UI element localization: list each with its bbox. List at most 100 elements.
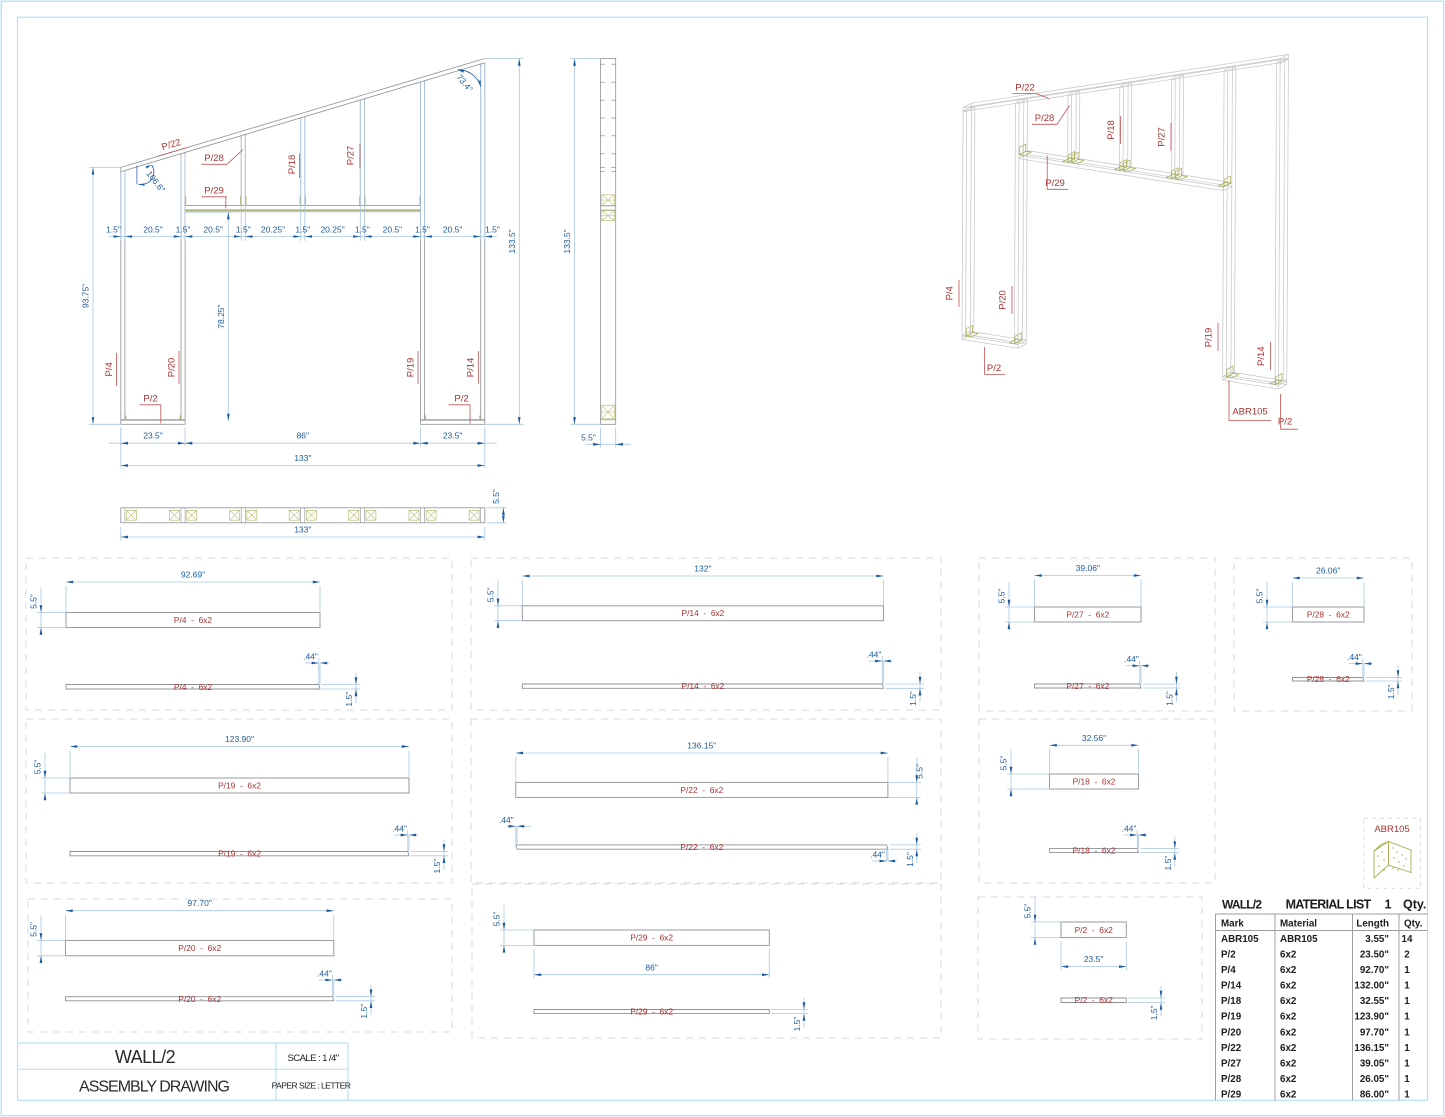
svg-text:P/27: P/27 [346, 146, 357, 166]
svg-text:1.5": 1.5" [432, 859, 442, 874]
svg-text:.44": .44" [392, 824, 407, 834]
svg-text:6x2: 6x2 [1280, 949, 1297, 960]
svg-text:1.5": 1.5" [355, 224, 370, 234]
svg-text:132.00": 132.00" [1354, 981, 1389, 992]
svg-text:P/2: P/2 [987, 363, 1001, 374]
svg-text:1: 1 [1404, 1012, 1410, 1023]
svg-text:P/2 - 6x2: P/2 - 6x2 [1075, 925, 1114, 935]
svg-text:P/4: P/4 [945, 286, 956, 300]
svg-text:20.5": 20.5" [443, 224, 463, 234]
svg-text:SCALE : 1 /4": SCALE : 1 /4" [287, 1053, 338, 1064]
svg-text:1: 1 [1385, 898, 1392, 912]
svg-text:P/4 - 6x2: P/4 - 6x2 [174, 615, 213, 625]
svg-text:1: 1 [1404, 1090, 1410, 1101]
svg-text:P/27 - 6x2: P/27 - 6x2 [1066, 610, 1109, 620]
svg-text:6x2: 6x2 [1280, 1012, 1297, 1023]
svg-text:20.25": 20.25" [261, 224, 285, 234]
svg-text:92.69": 92.69" [181, 570, 205, 580]
svg-text:WALL/2: WALL/2 [1222, 898, 1262, 912]
svg-text:Length: Length [1356, 919, 1389, 930]
svg-text:132": 132" [694, 564, 711, 574]
svg-text:Material: Material [1280, 919, 1317, 930]
svg-text:133.5": 133.5" [562, 229, 572, 253]
svg-text:5.5": 5.5" [29, 594, 39, 609]
svg-text:133": 133" [294, 525, 311, 535]
svg-text:P/22: P/22 [1221, 1043, 1242, 1054]
svg-text:P/14 - 6x2: P/14 - 6x2 [681, 681, 724, 691]
svg-text:P/22 - 6x2: P/22 - 6x2 [680, 842, 723, 852]
svg-text:14: 14 [1402, 934, 1413, 945]
svg-text:1: 1 [1404, 1074, 1410, 1085]
svg-text:26.05": 26.05" [1360, 1074, 1389, 1085]
svg-text:P/27 - 6x2: P/27 - 6x2 [1066, 681, 1109, 691]
svg-text:3.55": 3.55" [1365, 934, 1389, 945]
svg-text:P/18: P/18 [1106, 120, 1117, 140]
svg-text:P/19: P/19 [1204, 328, 1215, 348]
svg-text:23.5": 23.5" [1084, 954, 1104, 964]
svg-text:P/28: P/28 [1035, 113, 1055, 124]
svg-text:PAPER SIZE : LETTER: PAPER SIZE : LETTER [272, 1081, 351, 1091]
svg-text:1: 1 [1404, 996, 1410, 1007]
svg-text:78.25": 78.25" [216, 304, 226, 328]
svg-text:133.5": 133.5" [507, 229, 517, 253]
svg-text:P/28 - 6x2: P/28 - 6x2 [1307, 674, 1350, 684]
svg-text:97.70": 97.70" [1360, 1027, 1389, 1038]
svg-text:P/20: P/20 [166, 358, 177, 378]
svg-text:Qty.: Qty. [1403, 898, 1426, 912]
svg-text:1.5": 1.5" [236, 224, 251, 234]
svg-text:1.5": 1.5" [1386, 684, 1396, 699]
svg-text:P/14: P/14 [466, 358, 477, 378]
svg-text:133": 133" [294, 453, 311, 463]
svg-text:6x2: 6x2 [1280, 1090, 1297, 1101]
svg-text:6x2: 6x2 [1280, 1027, 1297, 1038]
svg-text:.44": .44" [499, 815, 514, 825]
svg-text:P/19: P/19 [405, 358, 416, 378]
svg-text:97.70": 97.70" [188, 898, 212, 908]
svg-text:P/14: P/14 [1221, 981, 1242, 992]
svg-text:1.5": 1.5" [485, 224, 500, 234]
svg-text:P/2: P/2 [143, 394, 157, 405]
svg-text:1.5": 1.5" [792, 1017, 802, 1032]
svg-text:.44": .44" [303, 652, 318, 662]
svg-text:Mark: Mark [1221, 919, 1244, 930]
svg-text:P/18: P/18 [1221, 996, 1242, 1007]
svg-text:P/29 - 6x2: P/29 - 6x2 [630, 1007, 673, 1017]
svg-text:P/22: P/22 [1015, 82, 1035, 93]
svg-text:1: 1 [1404, 1043, 1410, 1054]
svg-text:23.5": 23.5" [143, 431, 163, 441]
svg-text:P/19: P/19 [1221, 1012, 1242, 1023]
svg-text:P/20: P/20 [1221, 1027, 1242, 1038]
svg-text:39.05": 39.05" [1360, 1058, 1389, 1069]
svg-text:P/18 - 6x2: P/18 - 6x2 [1073, 777, 1116, 787]
svg-text:P/28 - 6x2: P/28 - 6x2 [1307, 610, 1350, 620]
svg-text:MATERIAL LIST: MATERIAL LIST [1286, 898, 1372, 912]
svg-text:92.70": 92.70" [1360, 965, 1389, 976]
svg-text:.44": .44" [1347, 652, 1362, 662]
svg-text:ABR105: ABR105 [1280, 934, 1318, 945]
svg-text:5.5": 5.5" [1255, 589, 1265, 604]
svg-text:2: 2 [1404, 949, 1410, 960]
svg-text:P/29: P/29 [204, 186, 224, 197]
svg-text:1: 1 [1404, 1027, 1410, 1038]
svg-text:5.5": 5.5" [1023, 904, 1033, 919]
svg-text:P/22 - 6x2: P/22 - 6x2 [680, 785, 723, 795]
svg-text:23.50": 23.50" [1360, 949, 1389, 960]
svg-text:P/14: P/14 [1256, 346, 1267, 366]
svg-text:P/14 - 6x2: P/14 - 6x2 [681, 608, 724, 618]
svg-text:1.5": 1.5" [905, 852, 915, 867]
svg-text:P/4: P/4 [104, 362, 115, 376]
svg-text:ABR105: ABR105 [1221, 934, 1259, 945]
svg-text:20.5": 20.5" [143, 224, 163, 234]
svg-text:.44": .44" [1122, 824, 1137, 834]
svg-text:.44": .44" [867, 650, 882, 660]
svg-text:5.5": 5.5" [492, 912, 502, 927]
svg-text:P/2: P/2 [454, 394, 468, 405]
svg-text:6x2: 6x2 [1280, 1043, 1297, 1054]
svg-text:P/29 - 6x2: P/29 - 6x2 [630, 933, 673, 943]
svg-text:.44": .44" [870, 850, 885, 860]
svg-text:136.15": 136.15" [687, 741, 716, 751]
svg-text:6x2: 6x2 [1280, 981, 1297, 992]
svg-text:1: 1 [1404, 981, 1410, 992]
svg-text:ASSEMBLY DRAWING: ASSEMBLY DRAWING [79, 1079, 230, 1096]
svg-text:P/27: P/27 [1221, 1058, 1242, 1069]
